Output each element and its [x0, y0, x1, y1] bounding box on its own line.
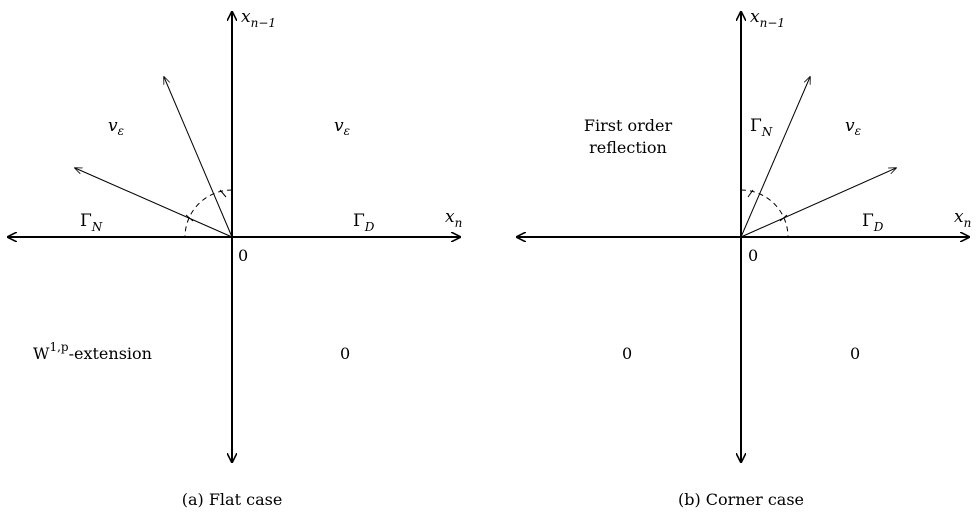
- region-label-reflection-b: reflection: [589, 138, 667, 157]
- boundary-label-gamma-n-b: ΓN: [750, 116, 773, 139]
- arc-tick-upper-b: [747, 189, 754, 198]
- boundary-label-gamma-n-a: ΓN: [80, 211, 103, 234]
- cone-ray-shallow-b: [740, 168, 896, 238]
- axis-label-x-n-minus-1-b: xn−1: [750, 7, 785, 30]
- region-label-v-eps-b: vε: [845, 116, 861, 138]
- axis-label-x-n-minus-1-a: xn−1: [241, 7, 276, 30]
- cone-ray-shallow-a: [75, 168, 233, 238]
- boundary-label-gamma-d-b: ΓD: [862, 211, 884, 234]
- caption-corner-case: (b) Corner case: [678, 490, 804, 509]
- origin-label-a: 0: [238, 246, 248, 265]
- boundary-label-gamma-d-a: ΓD: [353, 211, 375, 234]
- region-label-v-eps-upper-right-a: vε: [334, 116, 350, 138]
- region-label-v-eps-upper-left-a: vε: [108, 116, 124, 138]
- panel-flat-case: xn−1 xn 0 vε vε ΓN ΓD W1,p-extension 0 (…: [8, 7, 462, 509]
- angle-arc-b: [740, 189, 789, 238]
- region-label-zero-lower-right-b: 0: [850, 344, 860, 363]
- arc-tick-lower-b: [779, 214, 788, 222]
- arc-tick-lower-a: [185, 214, 194, 222]
- cone-ray-steep-b: [740, 77, 810, 238]
- region-label-zero-lower-left-b: 0: [622, 344, 632, 363]
- axis-label-x-n-a: xn: [445, 207, 462, 230]
- angle-arc-a: [184, 189, 233, 238]
- region-label-zero-lower-right-a: 0: [340, 344, 350, 363]
- axis-label-x-n-b: xn: [954, 207, 971, 230]
- panel-corner-case: xn−1 xn 0 First order reflection ΓN vε Γ…: [517, 7, 971, 509]
- region-label-extension-a: W1,p-extension: [33, 340, 152, 363]
- arc-tick-upper-a: [219, 189, 227, 198]
- origin-label-b: 0: [748, 246, 758, 265]
- caption-flat-case: (a) Flat case: [182, 490, 283, 509]
- region-label-first-order-b: First order: [584, 116, 673, 135]
- cone-ray-steep-a: [164, 77, 233, 238]
